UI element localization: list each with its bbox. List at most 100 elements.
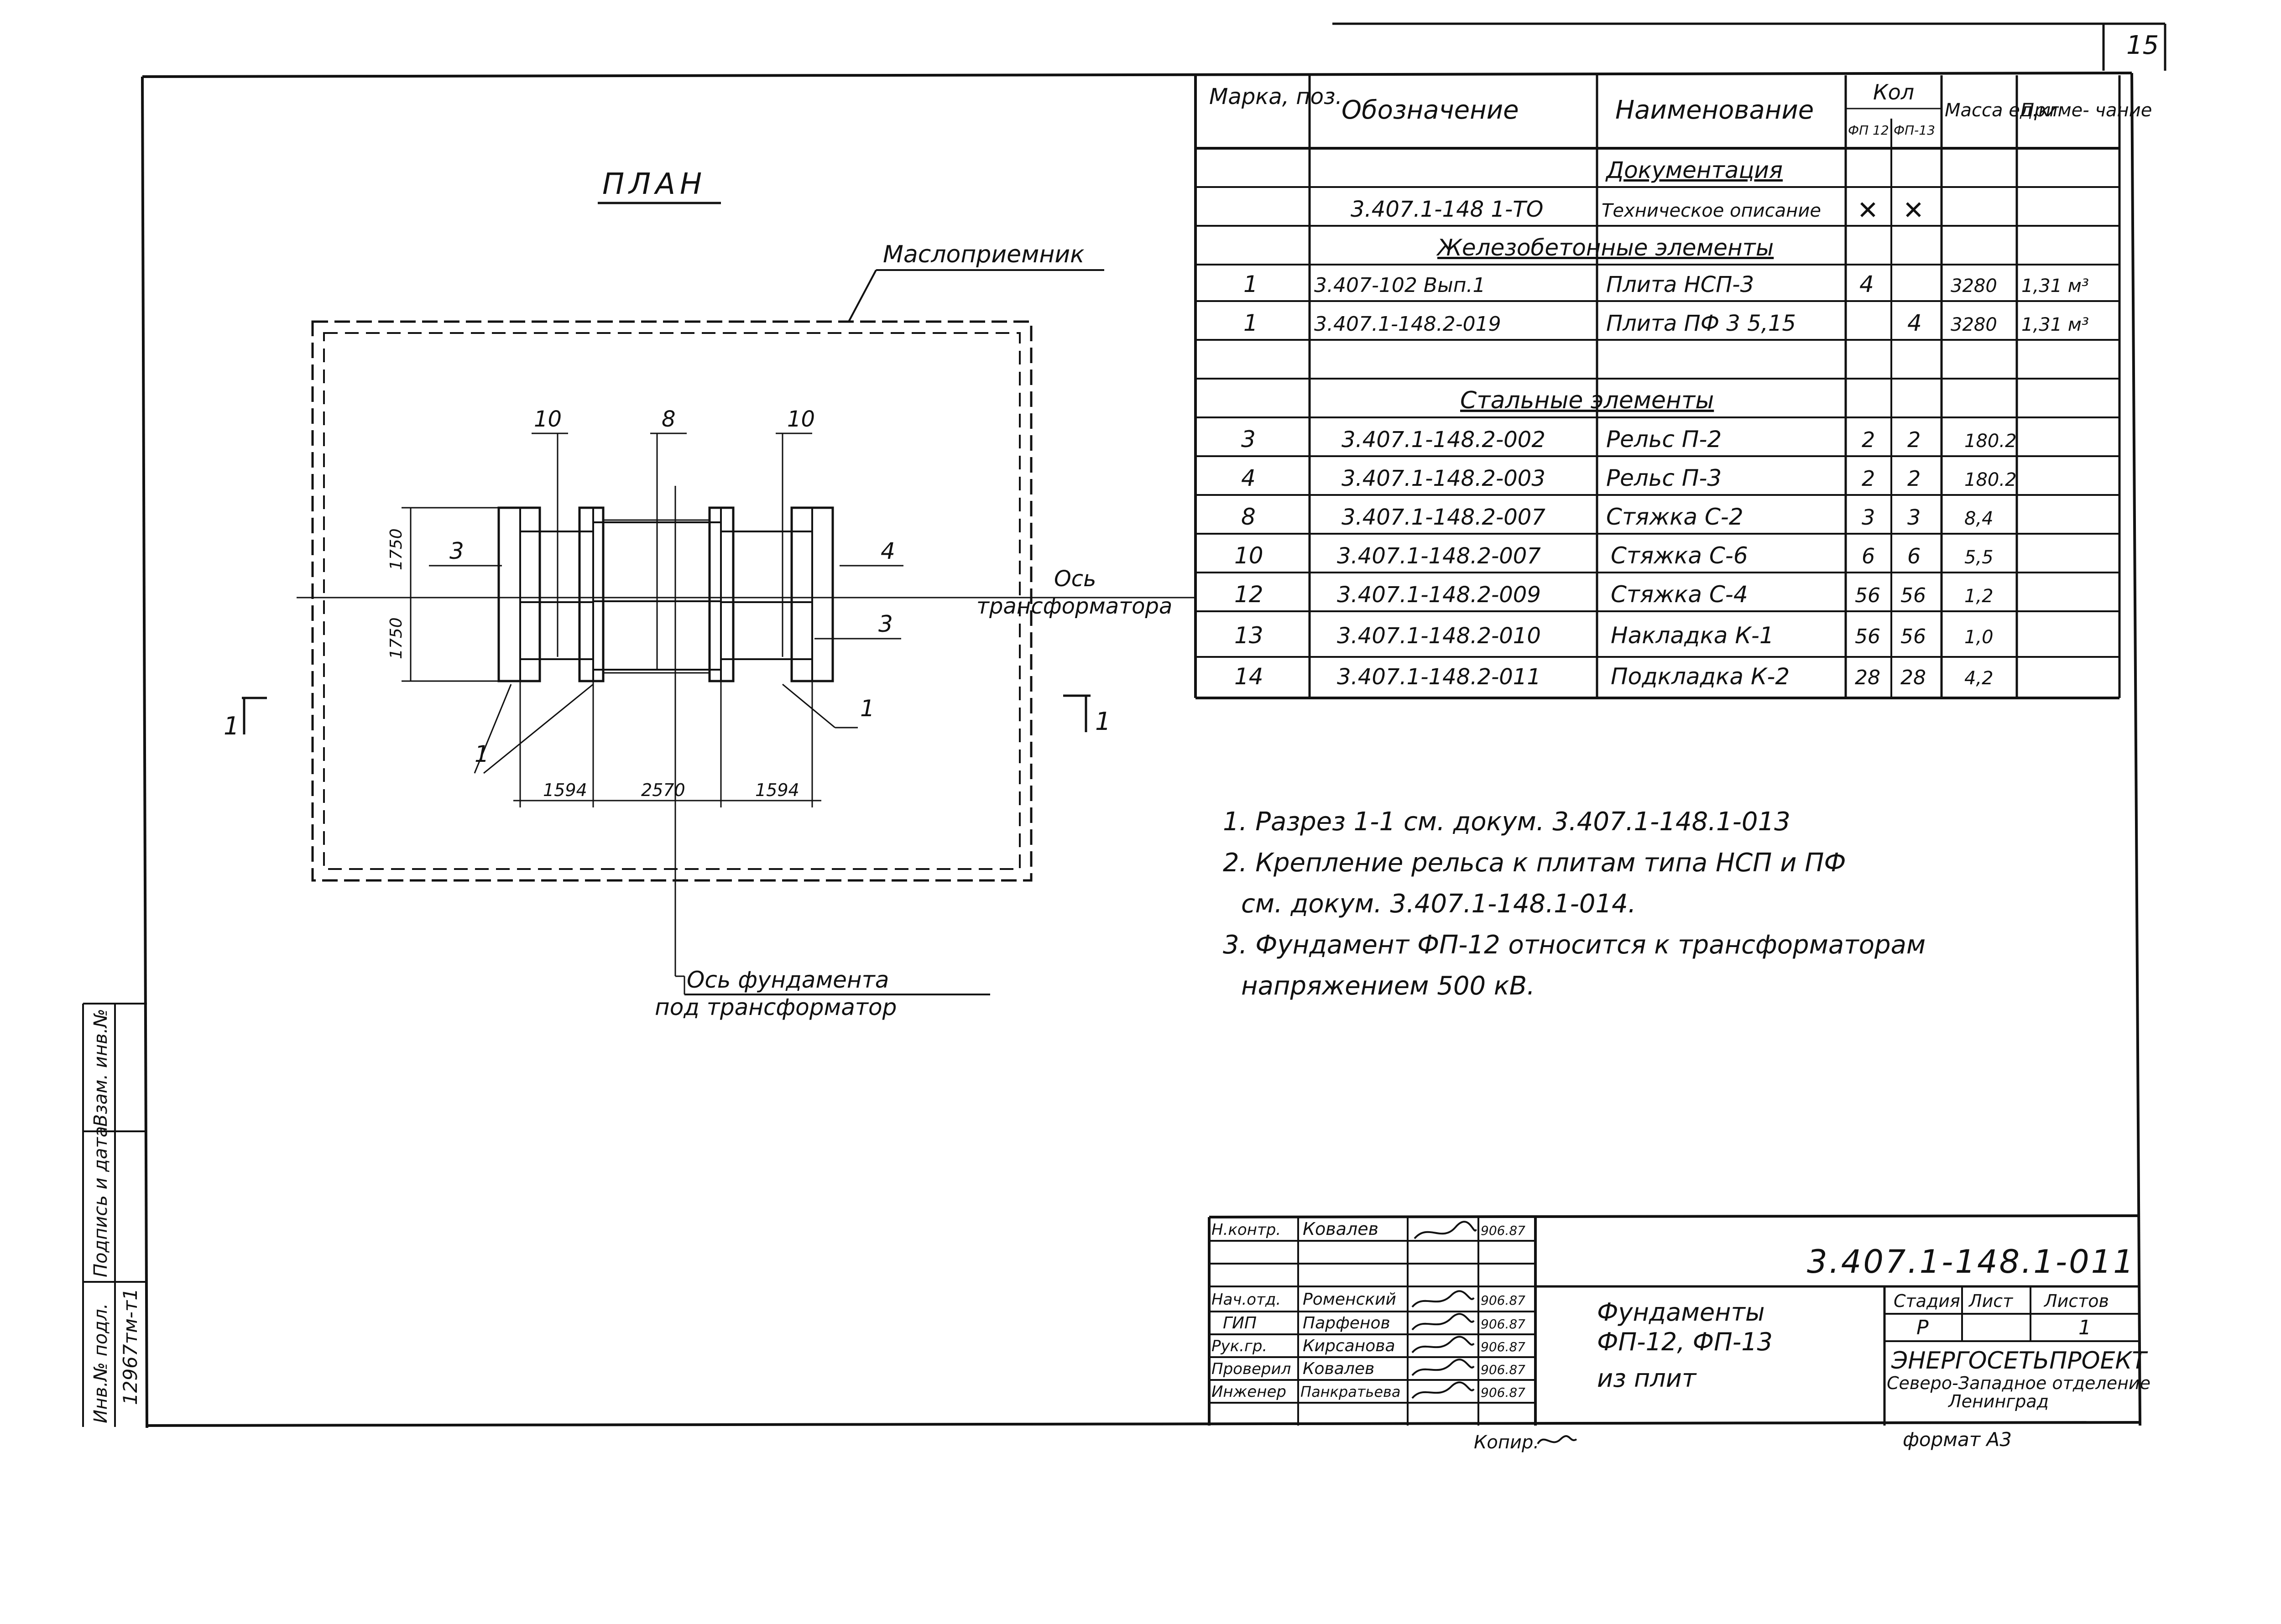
section-documentation: Документация [1605,157,1783,183]
oil-receiver-inner-outline [323,332,1021,870]
row-8-q13: 2 [1907,466,1921,491]
header-qty-fp13: ФП-13 [1894,123,1935,138]
row-13-mark: 14 [1234,663,1263,690]
row-7-designation: 3.407.1-148.2-002 [1341,427,1545,453]
sheets-label: Листов [2043,1291,2109,1311]
row-13-name: Подкладка К-2 [1611,663,1790,690]
row-4-q13: 4 [1907,310,1922,336]
row-12-mass: 1,0 [1964,627,1994,648]
tb-name-4: Кирсанова [1303,1337,1395,1355]
note-3a: 3. Фундамент ФП-12 относится к трансформ… [1223,930,1926,960]
row-11-q12: 56 [1855,584,1880,607]
tb-name-6: Панкратьева [1300,1383,1401,1400]
header-mass: Масса ед.кг [1945,100,2059,121]
format-label: формат А3 [1903,1428,2012,1451]
row-8-q12: 2 [1862,466,1875,491]
row-1-name: Техническое описание [1602,200,1821,221]
signature-mark-2 [1411,1290,1475,1308]
tb-role-3: ГИП [1223,1314,1257,1333]
tb-date-2: 906.87 [1481,1293,1525,1308]
dim-1750-bottom: 1750 [387,617,406,659]
row-13-mass: 4,2 [1964,668,1994,689]
row-13-q13: 28 [1900,666,1926,689]
tb-name-5: Ковалев [1303,1359,1374,1378]
header-note: Приме- чание [2020,100,2152,121]
row-12-designation: 3.407.1-148.2-010 [1337,623,1541,649]
row-9-q13: 3 [1907,505,1921,530]
tb-role-4: Рук.гр. [1211,1337,1267,1355]
callout-3-right: 3 [878,611,893,637]
copied-signature [1537,1435,1577,1445]
tb-date-3: 906.87 [1481,1317,1525,1332]
row-11-mark: 12 [1234,581,1263,608]
row-9-mark: 8 [1241,504,1256,530]
stage-value: Р [1916,1316,1929,1339]
callout-3-left: 3 [449,538,464,564]
header-mark: Марка, поз. [1209,84,1342,109]
tb-role-2: Нач.отд. [1211,1291,1281,1309]
row-12-mark: 13 [1234,622,1263,649]
row-11-name: Стяжка С-4 [1611,581,1748,608]
tb-date-5: 906.87 [1481,1362,1525,1377]
transformer-axis-label-2: трансформатора [976,593,1172,619]
row-11-mass: 1,2 [1964,586,1994,607]
callout-10-left: 10 [534,406,562,432]
row-9-name: Стяжка С-2 [1606,504,1743,530]
row-9-mass: 8,4 [1964,508,1994,529]
row-7-name: Рельс П-2 [1606,426,1722,453]
oil-receiver-label: Маслоприемник [883,241,1085,268]
plan-view: ПЛАН Маслоприемник Ось фундамента под тр… [224,167,1195,1020]
signature-mark-6 [1411,1381,1475,1399]
row-3-mass: 3280 [1951,276,1997,297]
copied-label: Копир. [1474,1432,1539,1453]
oil-receiver-outline [311,320,1033,882]
row-1-q12: ✕ [1857,196,1879,225]
sheets-value: 1 [2078,1316,2091,1339]
tb-date-0: 906.87 [1481,1223,1525,1238]
row-13-q12: 28 [1855,666,1880,689]
title-block-signatures: Н.контр. Ковалев 906.87 Нач.отд. Роменск… [1211,1219,1525,1401]
tb-role-5: Проверил [1211,1360,1291,1378]
callout-1-right: 1 [860,695,875,722]
row-7-mark: 3 [1241,426,1256,453]
row-9-q12: 3 [1862,505,1875,530]
doc-title-1: Фундаменты [1597,1298,1765,1327]
org-city: Ленинград [1947,1391,2049,1411]
signature-mark-3 [1411,1313,1475,1331]
section-concrete: Железобетонные элементы [1436,234,1774,261]
row-12-q12: 56 [1855,625,1880,648]
row-3-designation: 3.407-102 Вып.1 [1314,274,1485,297]
row-8-mass: 180.2 [1964,469,2017,490]
tb-role-6: Инженер [1211,1383,1286,1401]
dim-1594-right: 1594 [755,780,799,800]
dim-2570: 2570 [641,780,685,800]
section-mark-right: 1 [1095,707,1111,736]
inv-value: 12967тм-т1 [119,1288,141,1405]
row-8-name: Рельс П-3 [1606,465,1722,491]
row-7-q12: 2 [1862,427,1875,452]
section-mark-left: 1 [224,712,239,740]
dim-1750-top: 1750 [387,528,406,570]
callout-1-left: 1 [475,741,489,767]
tb-role-0: Н.контр. [1211,1221,1281,1239]
sign-label: Подпись и дата [90,1126,111,1277]
row-3-note: 1,31 м³ [2021,276,2089,297]
row-10-mass: 5,5 [1964,547,1994,568]
plan-title: ПЛАН [602,167,706,201]
row-1-q13: ✕ [1903,196,1924,225]
slab-2 [578,506,605,682]
notes: 1. Разрез 1-1 см. докум. 3.407.1-148.1-0… [1223,807,1926,1001]
inv-label: Инв.№ подл. [90,1303,111,1423]
callout-4: 4 [881,538,895,564]
row-11-designation: 3.407.1-148.2-009 [1337,582,1541,608]
row-4-designation: 3.407.1-148.2-019 [1314,312,1501,336]
sheet-number: 15 [2126,31,2159,60]
row-3-name: Плита НСП-3 [1606,272,1754,297]
row-4-mass: 3280 [1951,314,1997,335]
row-10-designation: 3.407.1-148.2-007 [1337,543,1541,569]
row-1-designation: 3.407.1-148 1-ТО [1351,197,1543,222]
sheet-number-box: 15 [1332,22,2166,71]
doc-title-2: ФП-12, ФП-13 [1597,1327,1773,1356]
row-12-name: Накладка К-1 [1611,622,1774,649]
